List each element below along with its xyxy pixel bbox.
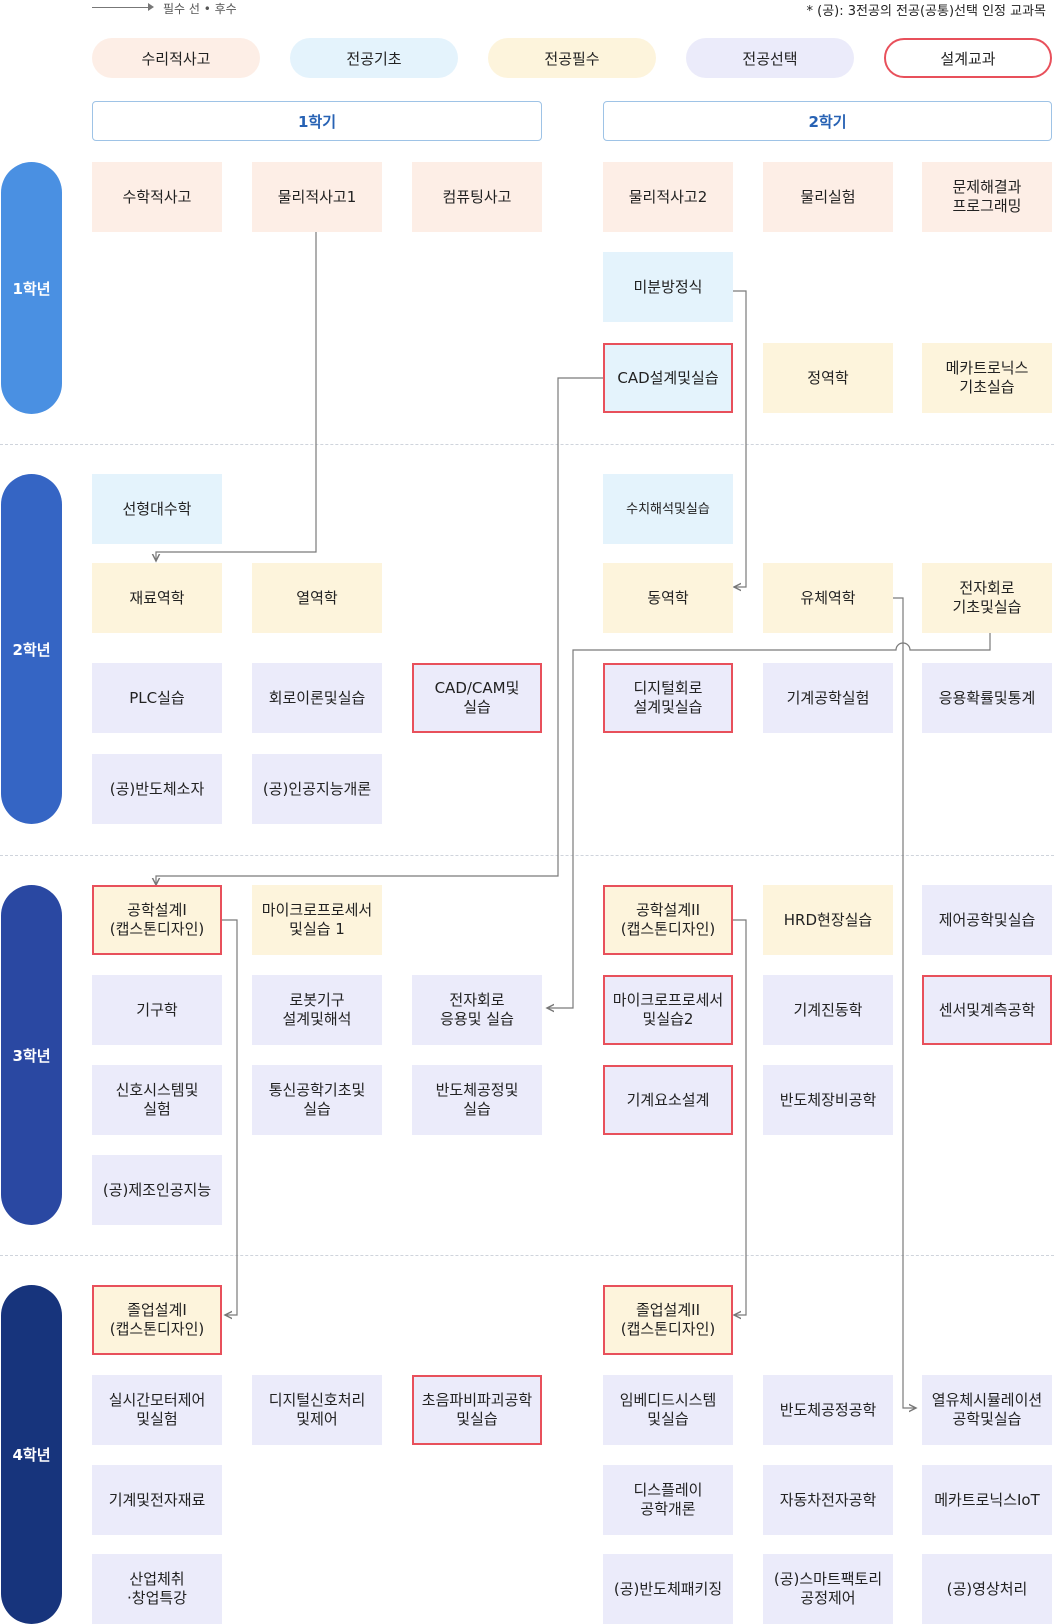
course-card[interactable]: 물리적사고2 <box>603 162 733 232</box>
year-4-label: 4학년 <box>1 1285 62 1624</box>
course-card[interactable]: 기계진동학 <box>763 975 893 1045</box>
category-required: 전공필수 <box>488 38 656 78</box>
semester-2-header: 2학기 <box>603 101 1052 141</box>
course-card[interactable]: 메카트로닉스 기초실습 <box>922 343 1052 413</box>
course-card[interactable]: 통신공학기초및 실습 <box>252 1065 382 1135</box>
course-card[interactable]: 졸업설계II (캡스톤디자인) <box>603 1285 733 1355</box>
course-card[interactable]: 디지털회로 설계및실습 <box>603 663 733 733</box>
course-card[interactable]: 기계및전자재료 <box>92 1465 222 1535</box>
course-card[interactable]: (공)반도체소자 <box>92 754 222 824</box>
course-card[interactable]: (공)영상처리 <box>922 1554 1052 1624</box>
course-card[interactable]: 동역학 <box>603 563 733 633</box>
course-card[interactable]: 반도체공정및 실습 <box>412 1065 542 1135</box>
semester-1-header: 1학기 <box>92 101 542 141</box>
course-card[interactable]: (공)반도체패키징 <box>603 1554 733 1624</box>
course-card[interactable]: PLC실습 <box>92 663 222 733</box>
course-card[interactable]: 공학설계I (캡스톤디자인) <box>92 885 222 955</box>
year-divider <box>0 444 1054 445</box>
category-design: 설계교과 <box>884 38 1052 78</box>
course-card[interactable]: 디스플레이 공학개론 <box>603 1465 733 1535</box>
course-card[interactable]: 임베디드시스템 및실습 <box>603 1375 733 1445</box>
course-card[interactable]: 회로이론및실습 <box>252 663 382 733</box>
course-card[interactable]: 초음파비파괴공학 및실습 <box>412 1375 542 1445</box>
course-card[interactable]: (공)스마트팩토리 공정제어 <box>763 1554 893 1624</box>
course-card[interactable]: 디지털신호처리 및제어 <box>252 1375 382 1445</box>
course-card[interactable]: CAD설계및실습 <box>603 343 733 413</box>
course-card[interactable]: CAD/CAM및 실습 <box>412 663 542 733</box>
footnote: * (공): 3전공의 전공(공통)선택 인정 교과목 <box>806 4 1047 19</box>
course-card[interactable]: 신호시스템및 실험 <box>92 1065 222 1135</box>
course-card[interactable]: 마이크로프로세서 및실습 1 <box>252 885 382 955</box>
course-card[interactable]: 응용확률및통계 <box>922 663 1052 733</box>
course-card[interactable]: 물리적사고1 <box>252 162 382 232</box>
course-card[interactable]: 메카트로닉스IoT <box>922 1465 1052 1535</box>
course-card[interactable]: 마이크로프로세서 및실습2 <box>603 975 733 1045</box>
category-basic: 전공기초 <box>290 38 458 78</box>
course-card[interactable]: 산업체취 ·창업특강 <box>92 1554 222 1624</box>
course-card[interactable]: 문제해결과 프로그래밍 <box>922 162 1052 232</box>
course-card[interactable]: 열유체시뮬레이션 공학및실습 <box>922 1375 1052 1445</box>
year-divider <box>0 1255 1054 1256</box>
course-card[interactable]: 전자회로 기초및실습 <box>922 563 1052 633</box>
legend-label: 필수 선 • 후수 <box>163 2 237 16</box>
course-card[interactable]: 전자회로 응용및 실습 <box>412 975 542 1045</box>
course-card[interactable]: 수치해석및실습 <box>603 474 733 544</box>
course-card[interactable]: 유체역학 <box>763 563 893 633</box>
course-card[interactable]: 공학설계II (캡스톤디자인) <box>603 885 733 955</box>
prereq-line-sample <box>92 7 150 8</box>
course-card[interactable]: 열역학 <box>252 563 382 633</box>
course-card[interactable]: 물리실험 <box>763 162 893 232</box>
course-card[interactable]: 정역학 <box>763 343 893 413</box>
course-card[interactable]: HRD현장실습 <box>763 885 893 955</box>
course-card[interactable]: 기구학 <box>92 975 222 1045</box>
year-2-label: 2학년 <box>1 474 62 824</box>
course-card[interactable]: 컴퓨팅사고 <box>412 162 542 232</box>
course-card[interactable]: 미분방정식 <box>603 252 733 322</box>
course-card[interactable]: 반도체장비공학 <box>763 1065 893 1135</box>
course-card[interactable]: 졸업설계I (캡스톤디자인) <box>92 1285 222 1355</box>
course-card[interactable]: 재료역학 <box>92 563 222 633</box>
course-card[interactable]: 기계요소설계 <box>603 1065 733 1135</box>
course-card[interactable]: 자동차전자공학 <box>763 1465 893 1535</box>
course-card[interactable]: (공)제조인공지능 <box>92 1155 222 1225</box>
course-card[interactable]: 실시간모터제어 및실험 <box>92 1375 222 1445</box>
course-card[interactable]: (공)인공지능개론 <box>252 754 382 824</box>
category-math: 수리적사고 <box>92 38 260 78</box>
course-card[interactable]: 반도체공정공학 <box>763 1375 893 1445</box>
category-elective: 전공선택 <box>686 38 854 78</box>
course-card[interactable]: 센서및계측공학 <box>922 975 1052 1045</box>
course-card[interactable]: 선형대수학 <box>92 474 222 544</box>
year-1-label: 1학년 <box>1 162 62 414</box>
year-3-label: 3학년 <box>1 885 62 1225</box>
course-card[interactable]: 로봇기구 설계및해석 <box>252 975 382 1045</box>
course-card[interactable]: 제어공학및실습 <box>922 885 1052 955</box>
arrow-icon <box>148 3 154 11</box>
course-card[interactable]: 기계공학실험 <box>763 663 893 733</box>
year-divider <box>0 855 1054 856</box>
course-card[interactable]: 수학적사고 <box>92 162 222 232</box>
